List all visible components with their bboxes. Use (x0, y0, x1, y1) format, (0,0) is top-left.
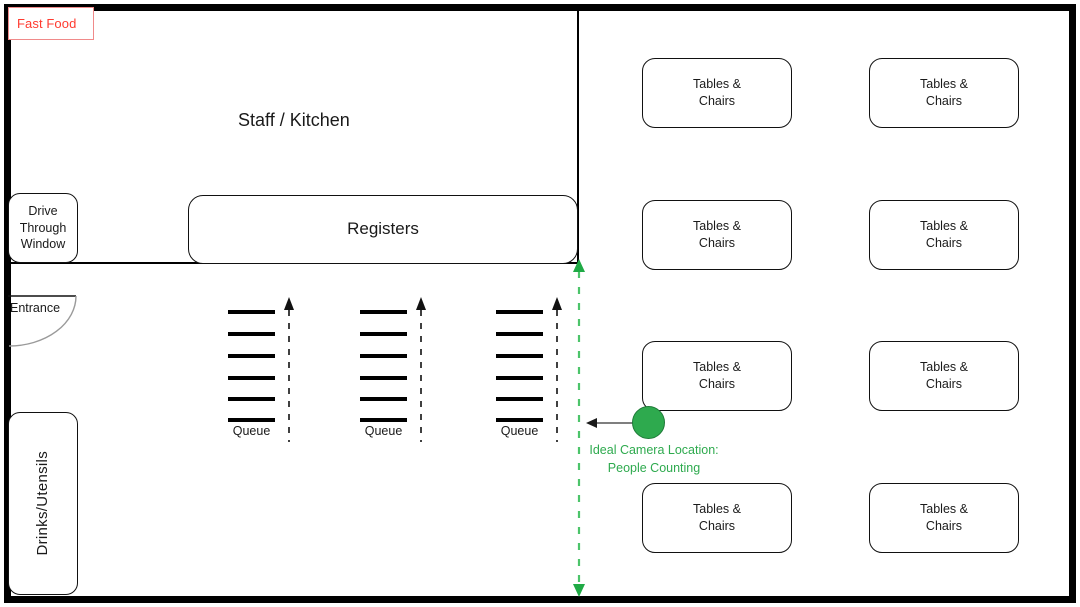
queue-bar (496, 310, 543, 314)
camera-coverage-line-icon (572, 258, 586, 598)
queue-label: Queue (364, 424, 403, 438)
table-group-line1: Tables & (920, 502, 968, 517)
queue-lane-2: Queue (360, 296, 435, 446)
camera-location-marker-icon (632, 406, 665, 439)
queue-label: Queue (232, 424, 271, 438)
label-staff-kitchen: Staff / Kitchen (238, 110, 350, 130)
queue-bar (496, 397, 543, 401)
wall-vertical-divider (577, 8, 579, 264)
table-group-line2: Chairs (698, 94, 736, 108)
table-group-label: Tables & Chairs (693, 218, 741, 252)
table-and-chairs-group: Tables & Chairs (869, 200, 1019, 270)
table-and-chairs-group: Tables & Chairs (642, 200, 792, 270)
label-entrance: Entrance (10, 301, 61, 315)
room-drinks-utensils: Drinks/Utensils (8, 412, 78, 595)
table-group-line2: Chairs (698, 519, 736, 533)
table-group-line2: Chairs (698, 377, 736, 391)
table-group-line1: Tables & (693, 360, 741, 375)
queue-bar (360, 376, 407, 380)
table-group-line1: Tables & (920, 219, 968, 234)
queue-bar (228, 354, 275, 358)
table-and-chairs-group: Tables & Chairs (642, 483, 792, 553)
queue-bar (496, 354, 543, 358)
table-group-line2: Chairs (925, 519, 963, 533)
table-and-chairs-group: Tables & Chairs (869, 341, 1019, 411)
table-and-chairs-group: Tables & Chairs (869, 483, 1019, 553)
queue-bar (360, 418, 407, 422)
entrance-door-swing-icon (8, 295, 78, 347)
queue-bar (360, 332, 407, 336)
queue-bar (360, 354, 407, 358)
queue-bar (360, 397, 407, 401)
queue-bar (228, 310, 275, 314)
table-group-line2: Chairs (925, 94, 963, 108)
queue-bar (496, 332, 543, 336)
table-group-line2: Chairs (925, 377, 963, 391)
table-group-label: Tables & Chairs (920, 218, 968, 252)
table-group-line1: Tables & (920, 360, 968, 375)
room-drinks-utensils-label: Drinks/Utensils (33, 451, 51, 556)
table-group-label: Tables & Chairs (693, 359, 741, 393)
queue-bar (496, 418, 543, 422)
queue-direction-arrow-icon (415, 296, 427, 442)
table-group-line2: Chairs (925, 236, 963, 250)
table-and-chairs-group: Tables & Chairs (642, 341, 792, 411)
table-group-line1: Tables & (693, 219, 741, 234)
queue-bar (228, 376, 275, 380)
table-and-chairs-group: Tables & Chairs (869, 58, 1019, 128)
table-group-label: Tables & Chairs (693, 501, 741, 535)
room-registers-label: Registers (347, 219, 419, 239)
table-group-label: Tables & Chairs (920, 76, 968, 110)
table-and-chairs-group: Tables & Chairs (642, 58, 792, 128)
queue-bar (228, 397, 275, 401)
room-registers: Registers (188, 195, 578, 264)
camera-annotation-caption: Ideal Camera Location: People Counting (578, 441, 730, 477)
camera-caption-line2: People Counting (607, 461, 701, 476)
queue-direction-arrow-icon (283, 296, 295, 442)
table-group-label: Tables & Chairs (920, 359, 968, 393)
diagram-title-label: Fast Food (8, 7, 94, 40)
queue-lane-3: Queue (496, 296, 571, 446)
camera-caption-line1: Ideal Camera Location: (589, 443, 719, 457)
queue-label: Queue (500, 424, 539, 438)
table-group-label: Tables & Chairs (920, 501, 968, 535)
queue-bar (360, 310, 407, 314)
queue-bar (496, 376, 543, 380)
table-group-label: Tables & Chairs (693, 76, 741, 110)
table-group-line1: Tables & (693, 502, 741, 517)
table-group-line1: Tables & (693, 77, 741, 92)
queue-bar (228, 418, 275, 422)
table-group-line1: Tables & (920, 77, 968, 92)
queue-lane-1: Queue (228, 296, 303, 446)
queue-direction-arrow-icon (551, 296, 563, 442)
queue-bar (228, 332, 275, 336)
table-group-line2: Chairs (698, 236, 736, 250)
